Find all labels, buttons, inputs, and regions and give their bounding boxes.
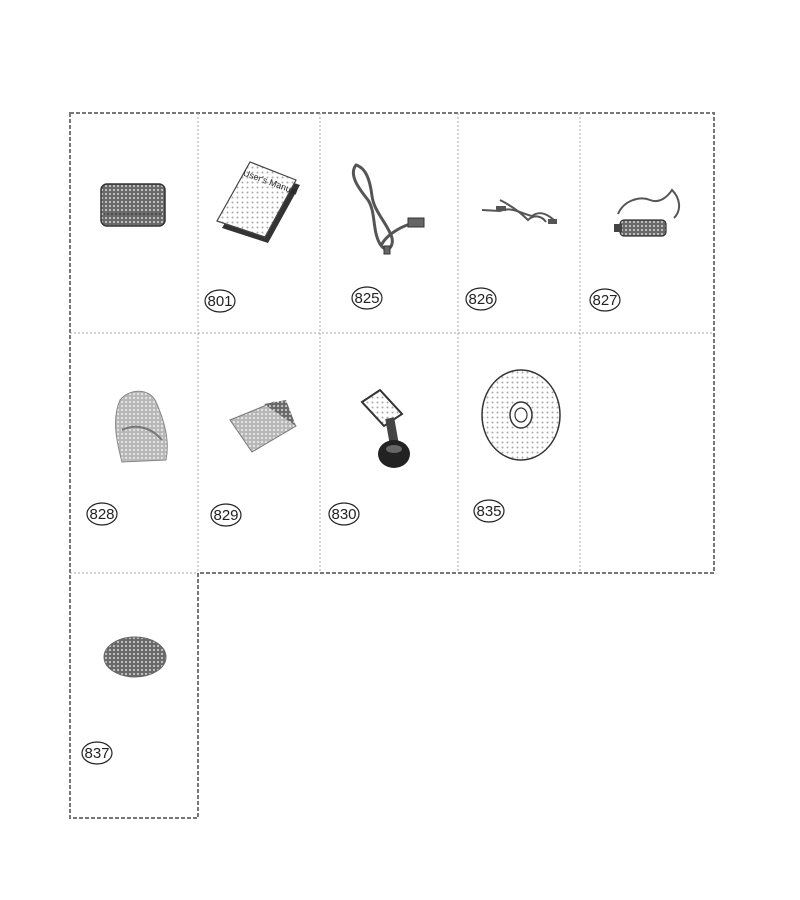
svg-text:829: 829: [213, 507, 238, 524]
wipe-cloth-icon: [229, 400, 297, 453]
svg-text:827: 827: [592, 292, 617, 309]
label-826: 826: [465, 287, 497, 311]
label-827: 827: [589, 288, 621, 312]
label-829: 829: [210, 503, 242, 527]
charger-cable-icon: [614, 188, 680, 237]
svg-text:835: 835: [476, 503, 501, 520]
device-box-icon: [100, 183, 166, 227]
label-837: 837: [81, 741, 113, 765]
thin-cable-icon: [481, 199, 557, 224]
label-801: 801: [204, 289, 236, 313]
svg-text:801: 801: [207, 293, 232, 310]
label-825: 825: [351, 286, 383, 310]
svg-text:828: 828: [89, 506, 114, 523]
svg-text:826: 826: [468, 291, 493, 308]
grid-lines: [70, 113, 714, 574]
oval-pad-icon: [103, 636, 167, 678]
cloth-pouch-icon: [115, 390, 168, 463]
svg-text:830: 830: [331, 506, 356, 523]
svg-text:825: 825: [354, 290, 379, 307]
label-830: 830: [328, 502, 360, 526]
users-manual-icon: User's Manual: [216, 161, 300, 243]
outer-border: [69, 112, 715, 819]
usb-cable-icon: [351, 163, 425, 255]
label-828: 828: [86, 502, 118, 526]
suction-mount-icon: [360, 388, 410, 468]
svg-text:837: 837: [84, 745, 109, 762]
label-835: 835: [473, 499, 505, 523]
cd-disc-icon: [481, 369, 561, 461]
